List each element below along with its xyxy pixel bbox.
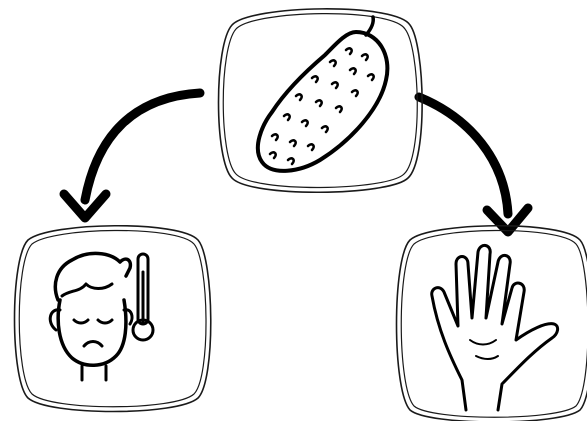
bitter-gourd-icon [258, 17, 388, 171]
node-source [219, 9, 423, 192]
arrow-source-to-right [419, 97, 528, 232]
node-right-outcome [397, 226, 587, 421]
node-left-outcome [15, 226, 211, 412]
open-hand-icon [432, 245, 558, 410]
sick-person-thermometer-icon [50, 253, 153, 380]
arrow-source-to-left [64, 93, 200, 218]
